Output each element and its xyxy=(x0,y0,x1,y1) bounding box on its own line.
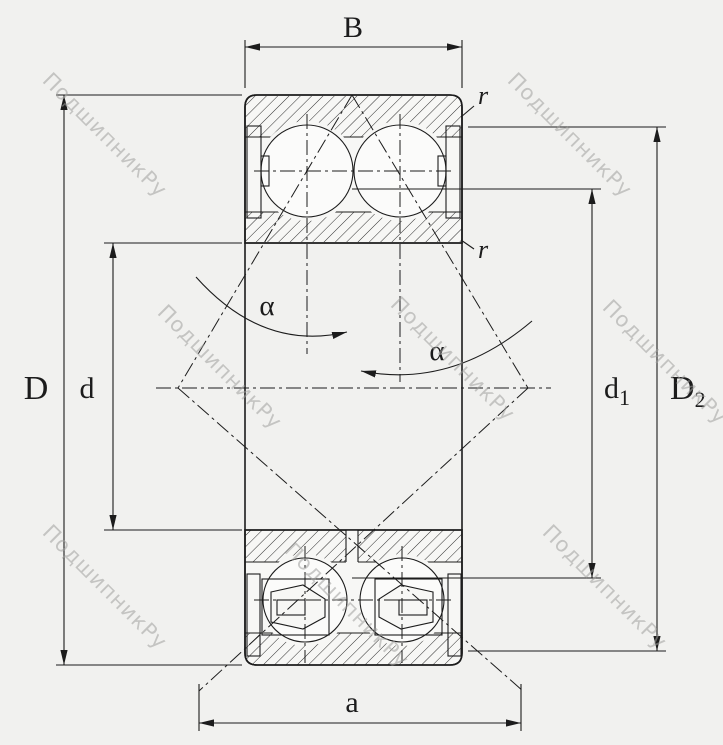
contact-angle-right: α xyxy=(360,320,533,378)
label-B: B xyxy=(343,11,363,44)
inner-ring-split-gap xyxy=(346,530,358,563)
label-d1: d1 xyxy=(604,372,630,410)
contact-angle-left: α xyxy=(195,276,348,339)
contact-line-top-right xyxy=(351,94,529,389)
bearing-top-section xyxy=(244,94,463,244)
inner-ring-hatch xyxy=(245,212,462,242)
watermark: ПодшипникРу xyxy=(386,292,520,426)
dimension-r-bottom: r xyxy=(460,235,489,264)
outer-ring-hatch-bottom xyxy=(245,633,462,665)
angle-arc xyxy=(195,276,348,339)
watermark: ПодшипникРу xyxy=(503,68,637,202)
dimension-d1: d1 xyxy=(352,188,630,579)
watermark: ПодшипникРу xyxy=(38,68,172,202)
leader-line xyxy=(460,239,475,250)
dimension-a: a xyxy=(198,684,522,731)
seal-bottom-right-cavity xyxy=(378,584,434,630)
dimension-r-top: r xyxy=(460,81,489,118)
label-alpha-left: α xyxy=(259,290,274,322)
seal-bottom-left-cavity xyxy=(270,584,326,630)
watermark: ПодшипникРу xyxy=(38,520,172,654)
label-D2: D2 xyxy=(670,370,706,412)
dimension-D2: D2 xyxy=(468,126,706,652)
bearing-middle-section xyxy=(244,243,463,530)
seal-bottom-left-body xyxy=(261,578,330,636)
watermark: ПодшипникРу xyxy=(598,295,723,429)
construction-lines xyxy=(156,94,551,692)
label-D: D xyxy=(24,370,49,407)
dimension-D: D xyxy=(24,94,242,666)
bearing-bottom-section xyxy=(244,529,463,666)
label-r-bottom: r xyxy=(478,235,489,264)
label-d: d xyxy=(80,372,95,405)
bottom-ring-outline-stroke xyxy=(244,529,463,666)
angle-arc xyxy=(360,320,533,378)
contact-line-bottom-left xyxy=(198,387,529,692)
label-a: a xyxy=(345,686,358,719)
label-alpha-right: α xyxy=(429,335,444,367)
dimension-B: B xyxy=(244,11,463,88)
dimension-d: d xyxy=(80,242,242,531)
watermark: ПодшипникРу xyxy=(538,520,672,654)
label-r-top: r xyxy=(478,81,489,110)
seal-bottom-right-body xyxy=(374,578,443,636)
contact-line-top-left xyxy=(177,94,353,389)
contact-line-bottom-right xyxy=(177,387,524,692)
leader-line xyxy=(460,105,475,118)
seal-bottom-right-strip xyxy=(447,573,462,657)
top-ring-outline-stroke xyxy=(244,94,463,244)
seal-bottom-left-strip xyxy=(246,573,261,657)
